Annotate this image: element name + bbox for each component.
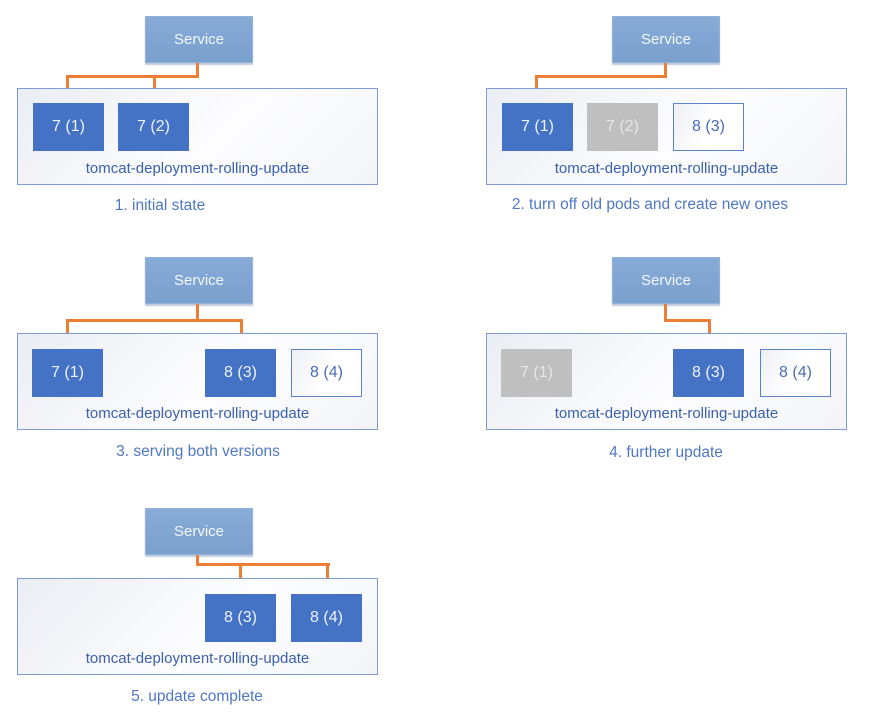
service-box: Service [612,16,720,63]
pod: 7 (1) [32,349,103,397]
deployment-label: tomcat-deployment-rolling-update [85,650,310,667]
panel-caption: 2. turn off old pods and create new ones [511,196,789,213]
service-box: Service [145,16,253,63]
pod: 8 (3) [205,594,276,642]
arrow-segment [66,75,69,92]
deployment-label: tomcat-deployment-rolling-update [554,160,779,177]
arrow-segment [153,75,156,92]
arrow-segment [326,563,329,583]
arrow-segment [708,319,711,338]
service-box: Service [145,257,253,304]
pod: 8 (3) [673,349,744,397]
arrow-segment [664,304,667,322]
pod: 8 (4) [291,349,362,397]
pod: 8 (4) [291,594,362,642]
service-label: Service [173,523,225,540]
pod: 7 (1) [501,349,572,397]
service-box: Service [145,508,253,555]
pod: 8 (4) [760,349,831,397]
service-label: Service [173,31,225,48]
service-label: Service [640,31,692,48]
arrow-segment [535,75,538,92]
service-box: Service [612,257,720,304]
pod: 8 (3) [205,349,276,397]
arrow-segment [240,319,243,338]
deployment-label: tomcat-deployment-rolling-update [554,405,779,422]
pod: 8 (3) [673,103,744,151]
arrow-segment [239,563,242,583]
service-label: Service [173,272,225,289]
pod: 7 (1) [33,103,104,151]
arrow-segment [196,63,199,76]
pod: 7 (2) [587,103,658,151]
pod: 7 (1) [502,103,573,151]
panel-caption: 5. update complete [131,688,263,705]
pod: 7 (2) [118,103,189,151]
panel-caption: 4. further update [609,444,723,461]
arrow-segment [196,563,330,566]
arrow-segment [664,63,667,76]
arrow-segment [196,304,199,322]
arrow-segment [66,75,199,78]
arrow-segment [535,75,667,78]
panel-caption: 1. initial state [114,197,206,214]
panel-caption: 3. serving both versions [116,443,280,460]
arrow-segment [66,319,69,338]
service-label: Service [640,272,692,289]
deployment-label: tomcat-deployment-rolling-update [85,160,310,177]
arrow-segment [66,319,243,322]
arrow-segment [196,555,199,566]
arrow-segment [664,319,711,322]
deployment-label: tomcat-deployment-rolling-update [85,405,310,422]
